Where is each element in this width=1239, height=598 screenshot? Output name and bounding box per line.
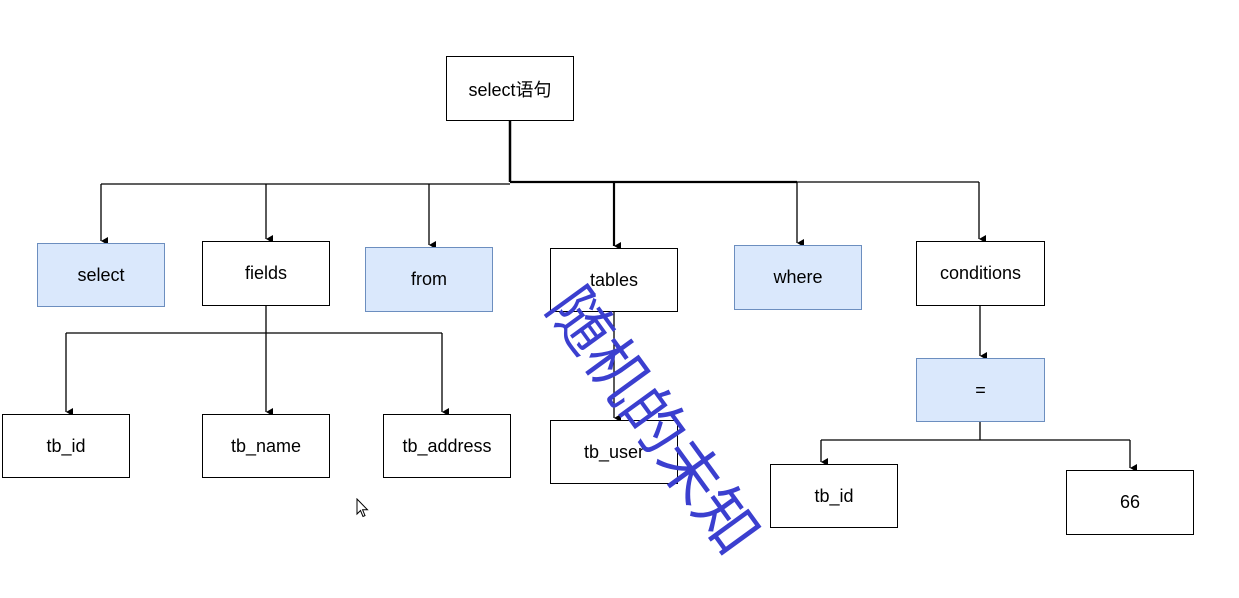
node-fields[interactable]: fields: [202, 241, 330, 306]
node-tables[interactable]: tables: [550, 248, 678, 312]
node-from[interactable]: from: [365, 247, 493, 312]
node-where[interactable]: where: [734, 245, 862, 310]
node-tb-name[interactable]: tb_name: [202, 414, 330, 478]
mouse-pointer-icon: [356, 497, 370, 523]
node-tb-address[interactable]: tb_address: [383, 414, 511, 478]
edge-equals-bus: [821, 422, 1130, 441]
node-equals[interactable]: =: [916, 358, 1045, 422]
node-tb-user[interactable]: tb_user: [550, 420, 678, 484]
node-tb-id-cond[interactable]: tb_id: [770, 464, 898, 528]
node-conditions[interactable]: conditions: [916, 241, 1045, 306]
edge-fields-bus: [66, 306, 442, 334]
node-value-66[interactable]: 66: [1066, 470, 1194, 535]
node-tb-id-field[interactable]: tb_id: [2, 414, 130, 478]
node-select[interactable]: select: [37, 243, 165, 307]
node-root[interactable]: select语句: [446, 56, 574, 121]
